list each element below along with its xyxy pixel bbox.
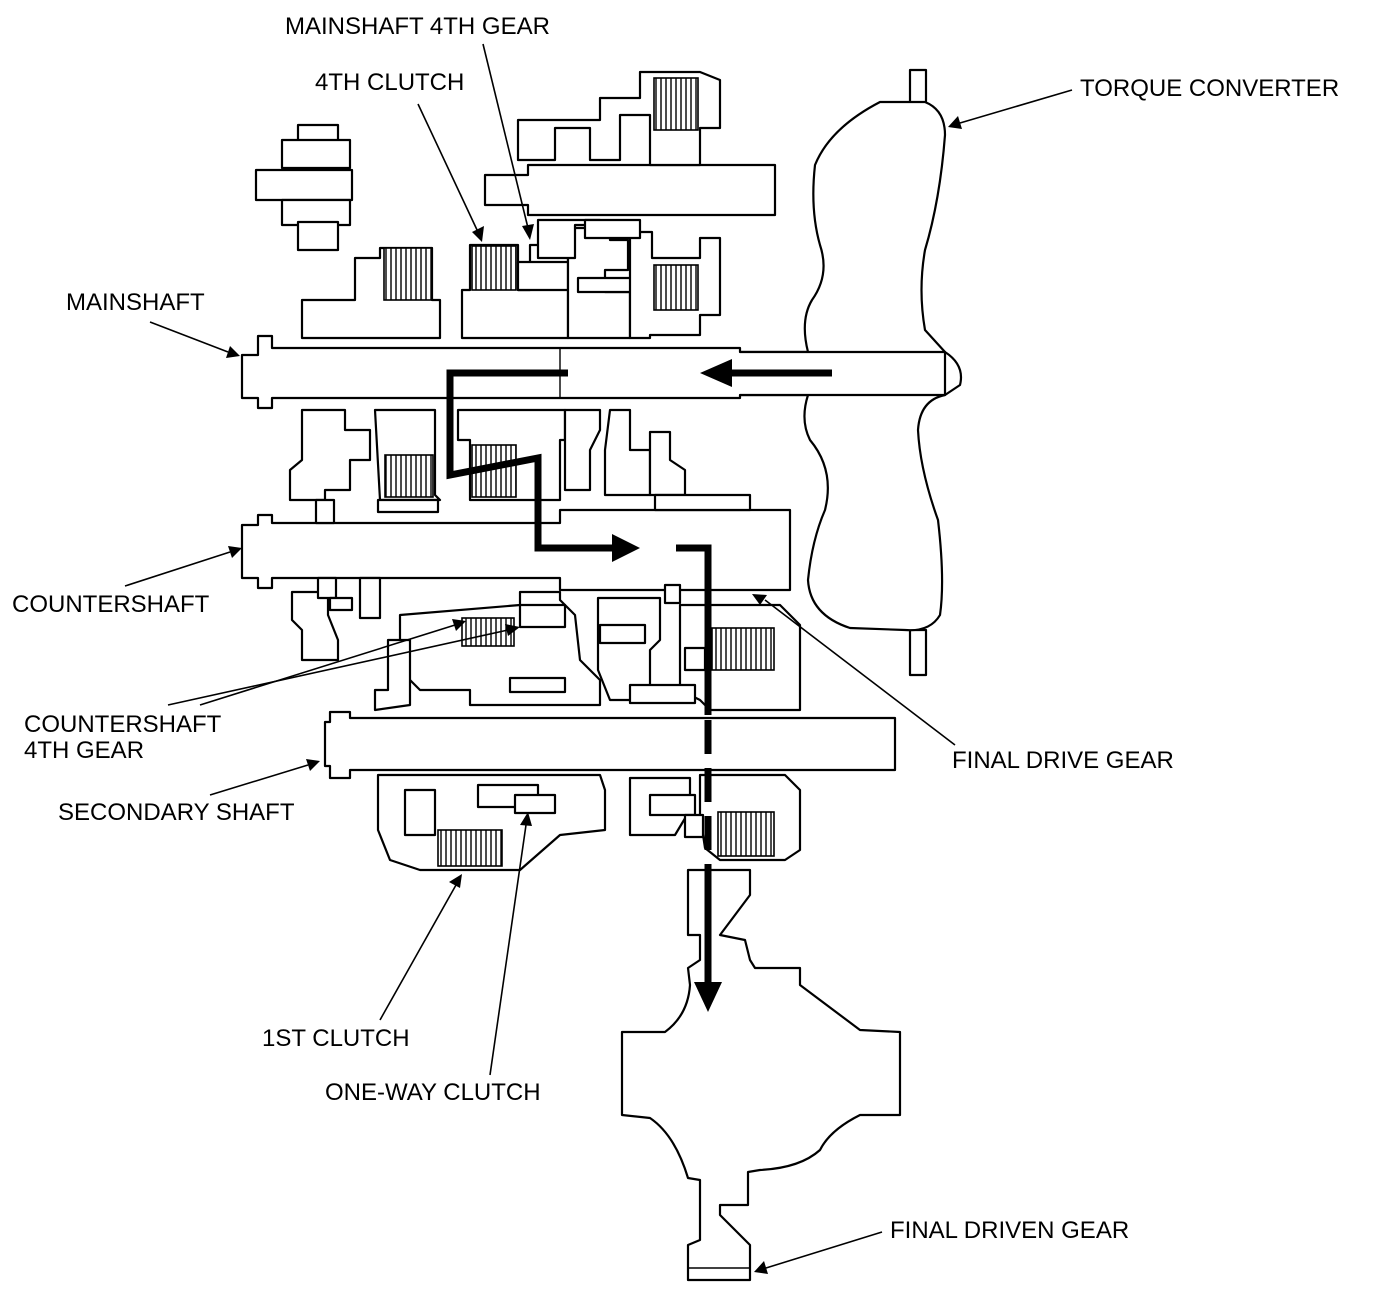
label-1st-clutch: 1ST CLUTCH [262,1025,410,1052]
countershaft [240,508,792,592]
label-final-driven-gear: FINAL DRIVEN GEAR [890,1217,1129,1244]
differential [620,868,902,1282]
secondary-shaft-lower-assembly [376,773,802,872]
countershaft-upper-assembly [288,408,752,525]
label-final-drive-gear: FINAL DRIVE GEAR [952,747,1174,774]
label-countershaft-4th-gear-line2: 4TH GEAR [24,737,144,764]
label-torque-converter: TORQUE CONVERTER [1080,75,1339,102]
label-one-way-clutch: ONE-WAY CLUTCH [325,1079,541,1106]
flow-arrowhead-mainshaft [700,359,732,387]
label-mainshaft: MAINSHAFT [66,289,205,316]
label-4th-clutch: 4TH CLUTCH [315,69,464,96]
secondary-shaft [323,710,897,780]
idler-shaft-assembly [254,70,777,260]
power-flow-path [446,359,832,1012]
flow-arrowhead-final [694,982,722,1012]
leader-lines [124,43,1073,1274]
labels: MAINSHAFT 4TH GEAR 4TH CLUTCH TORQUE CON… [12,13,1339,1244]
flow-arrowhead-countershaft [612,534,640,562]
countershaft-lower-assembly [290,576,802,712]
label-mainshaft-4th-gear: MAINSHAFT 4TH GEAR [285,13,550,40]
label-secondary-shaft: SECONDARY SHAFT [58,799,295,826]
mainshaft-upper-assembly [300,226,722,340]
label-countershaft: COUNTERSHAFT [12,591,210,618]
label-countershaft-4th-gear-line1: COUNTERSHAFT [24,711,222,738]
